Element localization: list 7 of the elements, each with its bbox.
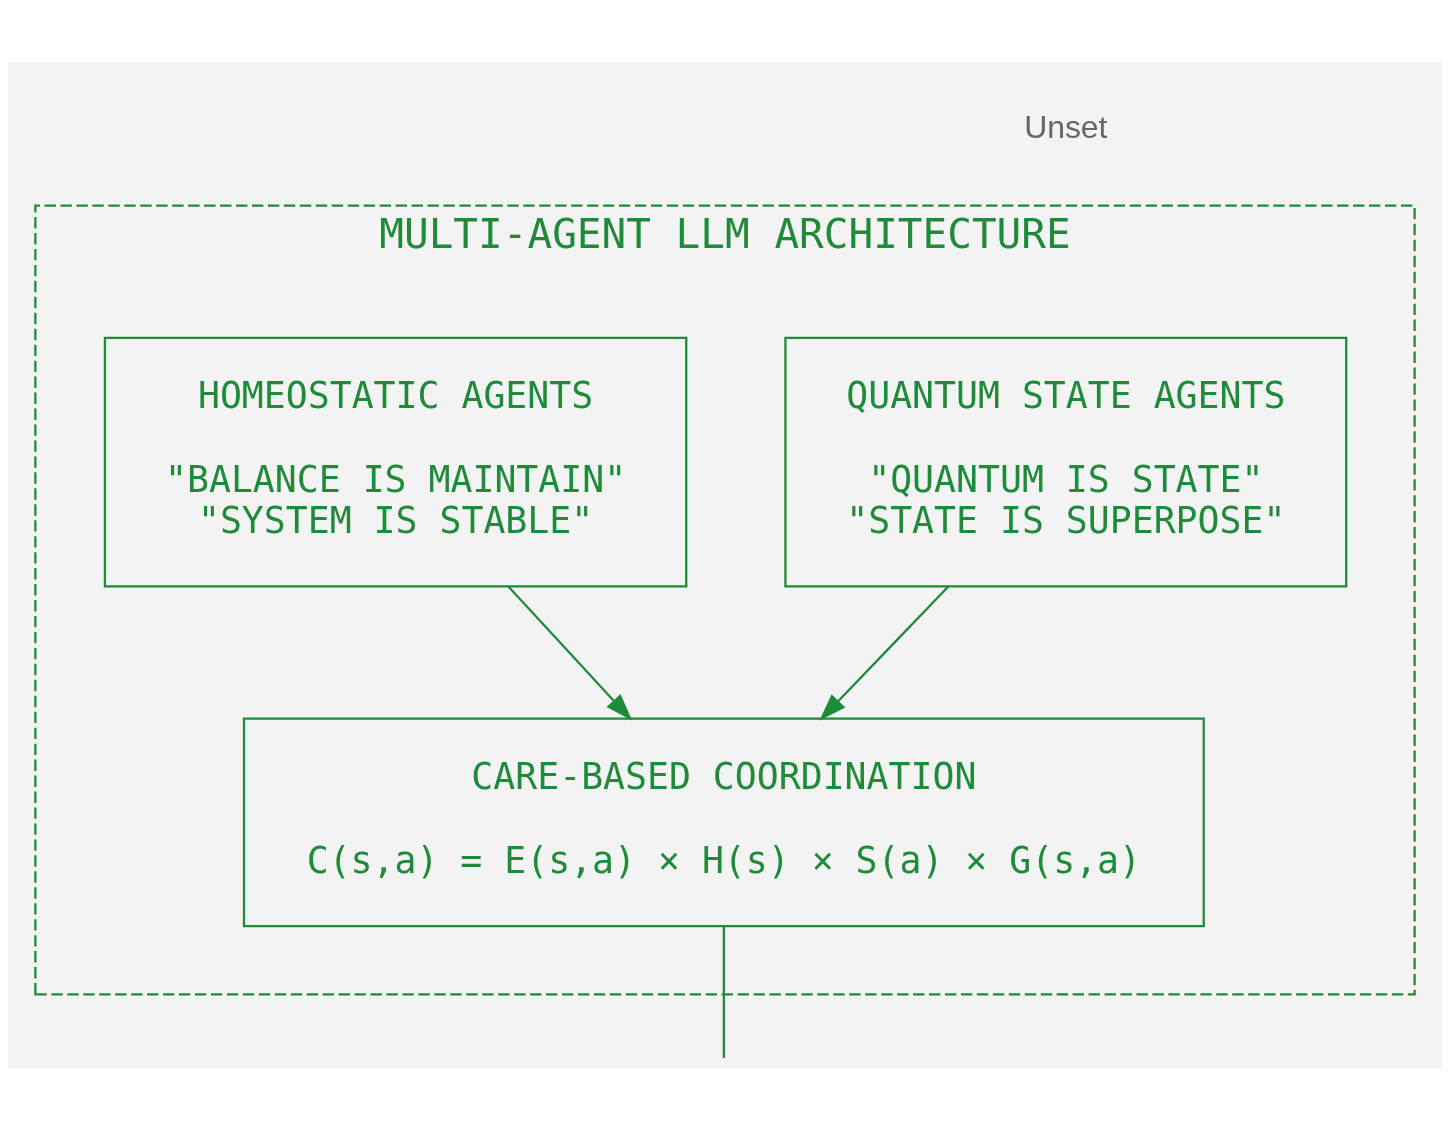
node-box: CARE-BASED COORDINATION C(s,a) = E(s,a) × H(s) × S(a) × G(s,a) (242, 717, 1205, 928)
arrow (819, 585, 949, 721)
node-box: HOMEOSTATIC AGENTS "BALANCE IS MAINTAIN" "SYSTEM IS STABLE" (103, 336, 688, 588)
arrow (507, 586, 633, 721)
node-box: QUANTUM STATE AGENTS "QUANTUM IS STATE" "STATE IS SUPERPOSE" (784, 336, 1348, 588)
connector (722, 926, 725, 1059)
label: Unset (1024, 108, 1108, 145)
